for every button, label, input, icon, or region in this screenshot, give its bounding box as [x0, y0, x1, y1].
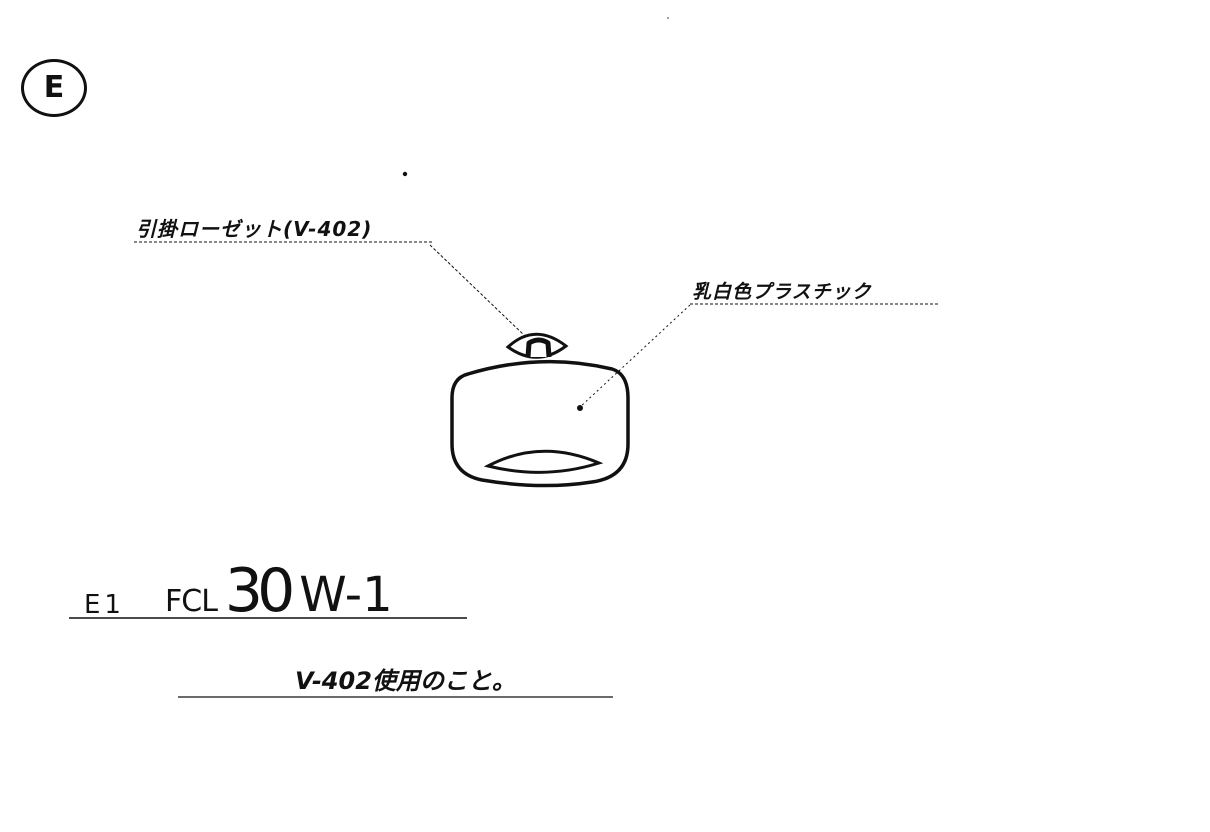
leader-dot-shade	[577, 405, 583, 411]
leader-line-shade	[579, 304, 691, 408]
label-shade-material: 乳白色プラスチック	[692, 281, 872, 303]
shade-bottom-opening	[483, 449, 604, 474]
ceiling-rosette	[505, 332, 569, 359]
model-wattage: 30	[224, 556, 295, 626]
leader-line-rosette	[429, 244, 527, 338]
model-series: FCL	[165, 584, 218, 619]
sheet-badge-letter: E	[43, 70, 65, 105]
model-suffix: W-1	[299, 567, 393, 623]
pendant-shade	[450, 359, 630, 488]
scan-speck	[667, 17, 669, 19]
scan-speck	[402, 171, 408, 177]
usage-note: V-402使用のこと。	[295, 667, 516, 695]
fixture-type-code: E1	[84, 590, 125, 620]
sheet-badge: E	[21, 59, 87, 117]
label-ceiling-rosette: 引掛ローゼット(V-402)	[136, 217, 373, 241]
